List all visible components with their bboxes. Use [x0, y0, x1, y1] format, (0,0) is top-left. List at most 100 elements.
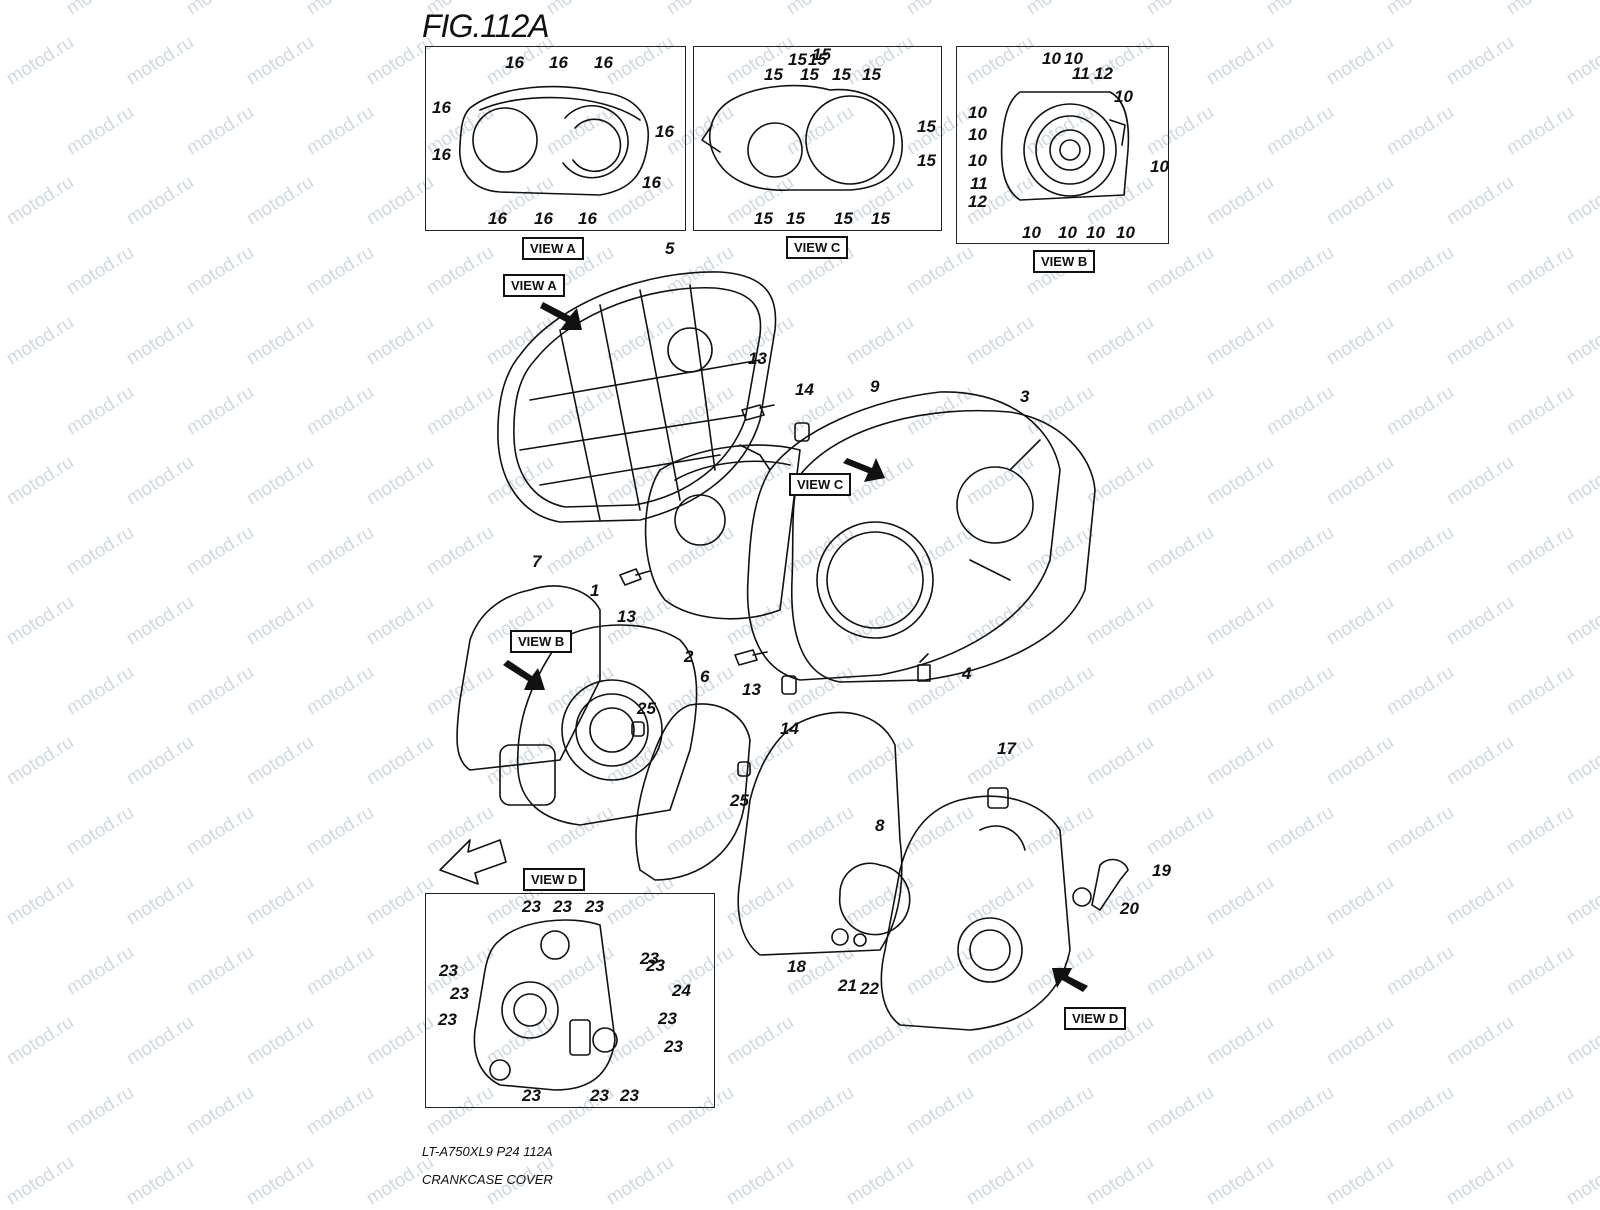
callout-number: 15	[786, 209, 805, 228]
generator-cover-1-drawing	[499, 624, 698, 826]
clutch-side-cover-17-drawing	[880, 787, 1071, 1031]
model-line: LT-A750XL9 P24 112A	[422, 1144, 553, 1159]
callout-number: 15	[764, 65, 783, 84]
callout-number: 10	[1114, 87, 1133, 106]
view-b-tag-main: VIEW B	[510, 630, 573, 653]
bolt-drawings	[619, 404, 775, 666]
callout-number: 16	[488, 209, 507, 228]
callout-number: 22	[860, 979, 879, 998]
callout-number: 16	[534, 209, 553, 228]
callout-number: 11	[1072, 64, 1090, 83]
callout-number: 13	[617, 607, 636, 626]
callout-number: 10	[1116, 223, 1135, 242]
callout-number: 10	[1064, 49, 1083, 68]
callout-number: 21	[838, 976, 857, 995]
inner-clutch-cover-drawing	[644, 444, 801, 620]
callout-number: 15	[917, 117, 936, 136]
crankcase-cover-3-drawing	[790, 409, 1096, 683]
callout-number: 23	[438, 1010, 457, 1029]
callout-number: 15	[871, 209, 890, 228]
inset-b-cover-drawing	[1000, 91, 1130, 201]
callout-number: 16	[642, 173, 661, 192]
callout-number: 25	[730, 791, 749, 810]
inset-a-gasket-drawing	[459, 85, 650, 196]
callout-number: 23	[640, 949, 659, 968]
gasket-9-drawing	[746, 391, 1061, 681]
gasket-18-drawing	[737, 711, 903, 956]
callout-number: 14	[780, 719, 799, 738]
callout-number: 23	[646, 956, 665, 975]
callout-number: 19	[1152, 861, 1171, 880]
callout-number: 16	[578, 209, 597, 228]
forward-arrow-drawing	[439, 839, 507, 885]
callout-number: 2	[684, 647, 694, 666]
callout-number: 6	[700, 667, 710, 686]
callout-number: 15	[754, 209, 773, 228]
callout-number: 8	[875, 816, 885, 835]
callout-number: 4	[962, 664, 972, 683]
callout-number: 3	[1020, 387, 1030, 406]
view-d-tag-main: VIEW D	[1064, 1007, 1127, 1030]
callout-number: 5	[665, 239, 675, 258]
inset-view-d	[425, 893, 715, 1108]
callout-number: 18	[787, 957, 806, 976]
callout-number: 13	[742, 680, 761, 699]
view-c-tag-main: VIEW C	[789, 473, 852, 496]
callout-number: 14	[795, 380, 814, 399]
figure-caption: CRANKCASE COVER	[422, 1172, 553, 1187]
callout-number: 15	[808, 50, 827, 69]
callout-number: 24	[672, 981, 691, 1000]
callout-number: 23	[585, 897, 604, 916]
callout-number: 23	[450, 984, 469, 1003]
callout-number: 9	[870, 377, 880, 396]
callout-number: 23	[439, 961, 458, 980]
inset-view-b	[956, 46, 1169, 244]
callout-number: 16	[432, 98, 451, 117]
callout-number: 12	[1094, 64, 1113, 83]
figure-title: FIG.112A	[422, 8, 550, 44]
callout-number: 7	[532, 552, 542, 571]
view-c-tag-inset: VIEW C	[786, 236, 849, 259]
callout-number: 23	[664, 1037, 683, 1056]
view-d-tag-inset: VIEW D	[523, 868, 586, 891]
callout-number: 16	[505, 53, 524, 72]
gasket-6-drawing	[635, 703, 751, 881]
view-a-tag-inset: VIEW A	[522, 237, 584, 260]
callout-number: 13	[748, 349, 767, 368]
callout-number: 10	[968, 103, 987, 122]
callout-number: 10	[1042, 49, 1061, 68]
callout-number: 15	[832, 65, 851, 84]
callout-number: 16	[655, 122, 674, 141]
callout-number: 10	[1022, 223, 1041, 242]
callout-number: 23	[522, 897, 541, 916]
callout-number: 10	[1150, 157, 1169, 176]
inset-d-cover-drawing	[473, 919, 618, 1091]
callout-number: 23	[658, 1009, 677, 1028]
callout-number: 1	[590, 581, 600, 600]
callout-number: 23	[590, 1086, 609, 1105]
callout-number: 15	[800, 65, 819, 84]
callout-number: 23	[553, 897, 572, 916]
view-b-tag-inset: VIEW B	[1033, 250, 1096, 273]
callout-number: 10	[968, 151, 987, 170]
inset-view-c	[693, 46, 942, 231]
view-a-tag-main: VIEW A	[503, 274, 565, 297]
callout-number: 16	[594, 53, 613, 72]
inset-view-a	[425, 46, 686, 231]
inset-c-gasket-drawing	[701, 84, 903, 191]
callout-number: 15	[812, 45, 831, 64]
callout-number: 17	[997, 739, 1016, 758]
outer-clutch-cover-drawing	[497, 271, 777, 523]
callout-number: 20	[1120, 899, 1139, 918]
callout-number: 12	[968, 192, 987, 211]
callout-number: 10	[1086, 223, 1105, 242]
callout-number: 10	[968, 125, 987, 144]
callout-number: 23	[522, 1086, 541, 1105]
callout-number: 25	[637, 699, 656, 718]
callout-number: 15	[834, 209, 853, 228]
callout-number: 16	[432, 145, 451, 164]
callout-number: 15	[917, 151, 936, 170]
callout-number: 16	[549, 53, 568, 72]
gasket-8-drawing	[838, 862, 911, 936]
